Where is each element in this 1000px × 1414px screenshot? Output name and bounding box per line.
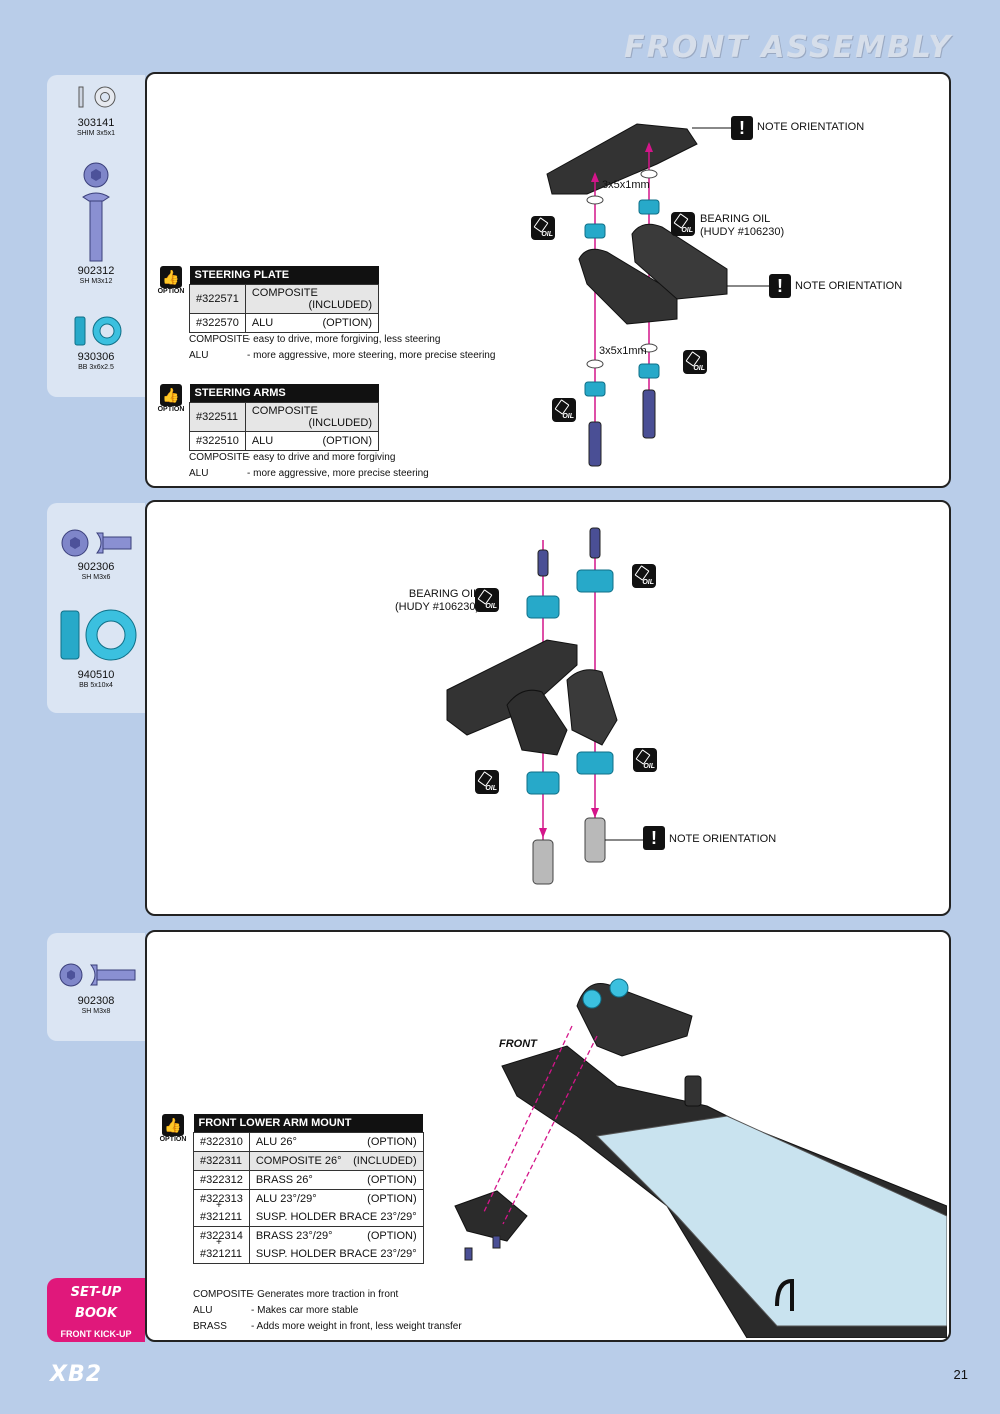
option-label: OPTION <box>159 1136 187 1143</box>
screw-icon <box>82 162 110 262</box>
part-desc: BB 5x10x4 <box>79 682 113 689</box>
screw-icon <box>59 963 136 987</box>
warning-icon: ! <box>731 116 753 140</box>
table-title: STEERING ARMS <box>189 384 379 403</box>
thumbs-up-icon: 👍 <box>160 384 182 406</box>
part-number: 902308 <box>77 995 115 1007</box>
option-label: OPTION <box>157 406 185 413</box>
note-orientation-label: NOTE ORIENTATION <box>669 833 777 845</box>
oil-icon: OIL <box>683 350 707 374</box>
part-desc: SH M3x12 <box>79 278 113 285</box>
option-badge: 👍 OPTION <box>157 384 185 413</box>
oil-icon: OIL <box>671 212 695 236</box>
brand-logo: XB2 <box>50 1362 103 1387</box>
note-orientation-label: NOTE ORIENTATION <box>757 121 865 133</box>
part-desc: SH M3x8 <box>81 1008 111 1015</box>
note-orientation-label: NOTE ORIENTATION <box>795 280 903 292</box>
oil-icon: OIL <box>552 398 576 422</box>
steering-arms-notes: COMPOSITE- easy to drive and more forgiv… <box>189 452 429 479</box>
oil-icon: OIL <box>531 216 555 240</box>
part-desc: SHIM 3x5x1 <box>76 130 116 137</box>
parts-sidebar-3: 902308 SH M3x8 <box>47 933 145 1041</box>
screw-icon <box>61 529 132 557</box>
bearing-oil-label: BEARING OIL(HUDY #106230) <box>700 213 785 238</box>
thumbs-up-icon: 👍 <box>160 266 182 288</box>
part-number: 303141 <box>77 117 115 129</box>
steering-plate-notes: COMPOSITE- easy to drive, more forgiving… <box>189 334 496 361</box>
shim-size-label: 3x5x1mm <box>599 345 647 357</box>
bearing-oil-label: BEARING OIL(HUDY #106230) <box>395 588 480 613</box>
setup-line: BOOK <box>74 1306 118 1321</box>
shim-size-label: 3x5x1mm <box>602 179 650 191</box>
setup-book-badge: SET-UP BOOK FRONT KICK-UP <box>47 1278 145 1342</box>
shim-icon <box>78 86 116 108</box>
part-number: 902312 <box>77 265 115 277</box>
oil-icon: OIL <box>633 748 657 772</box>
steering-assembly-drawing <box>546 123 770 467</box>
option-badge: 👍 OPTION <box>159 1114 187 1143</box>
bearing-icon <box>74 316 122 346</box>
step-panel-2: BEARING OIL(HUDY #106230) OIL OIL OIL OI… <box>145 500 951 916</box>
part-desc: BB 3x6x2.5 <box>78 364 114 371</box>
parts-sidebar-1: 303141 SHIM 3x5x1 902312 SH M3x12 930306… <box>47 75 145 397</box>
warning-icon: ! <box>769 274 791 298</box>
steering-bearing-drawing <box>446 527 643 885</box>
part-number: 940510 <box>77 669 115 681</box>
oil-icon: OIL <box>475 770 499 794</box>
option-badge: 👍 OPTION <box>157 266 185 295</box>
table-title: STEERING PLATE <box>189 266 379 285</box>
parts-sidebar-2: 902306 SH M3x6 940510 BB 5x10x4 <box>47 503 145 713</box>
part-number: 930306 <box>77 351 115 363</box>
page-title: FRONT ASSEMBLY <box>624 30 952 65</box>
setup-line: SET-UP <box>70 1285 122 1300</box>
option-label: OPTION <box>157 288 185 295</box>
oil-icon: OIL <box>632 564 656 588</box>
warning-icon: ! <box>643 826 665 850</box>
bearing-icon <box>60 609 137 661</box>
front-lower-arm-notes: COMPOSITE- Generates more traction in fr… <box>193 1289 462 1332</box>
table-title: FRONT LOWER ARM MOUNT <box>193 1114 424 1133</box>
front-label: FRONT <box>499 1038 537 1050</box>
setup-topic: FRONT KICK-UP <box>60 1329 132 1339</box>
page-number: 21 <box>953 1367 968 1382</box>
thumbs-up-icon: 👍 <box>162 1114 184 1136</box>
oil-icon: OIL <box>475 588 499 612</box>
chassis-drawing <box>454 978 947 1338</box>
part-desc: SH M3x6 <box>81 574 111 581</box>
part-number: 902306 <box>77 561 115 573</box>
